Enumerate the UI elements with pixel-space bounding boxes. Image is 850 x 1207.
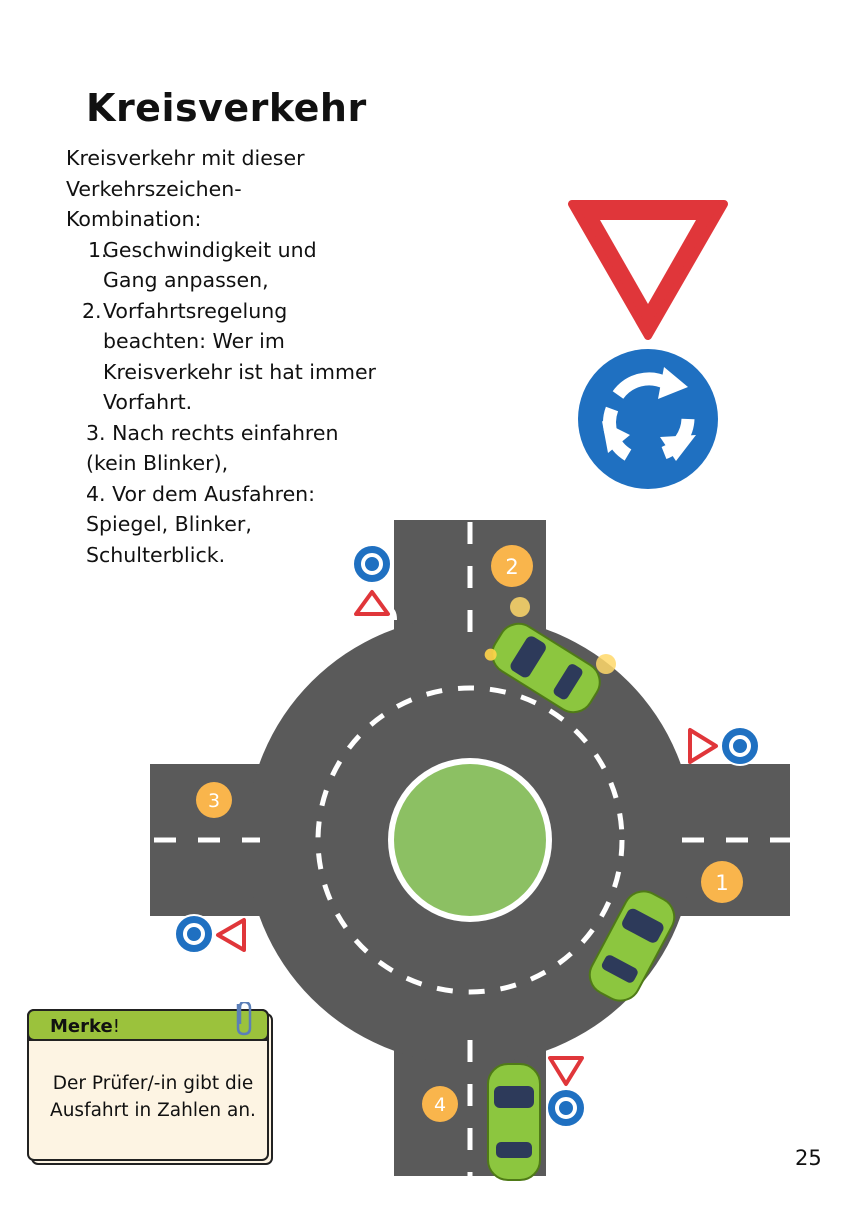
steps-list: 1.Geschwindigkeit und Gang anpassen, 2.V…	[66, 235, 376, 571]
exit-badge-3: 3	[196, 782, 232, 818]
svg-text:3: 3	[208, 790, 220, 812]
note-title-rest: !	[112, 1016, 120, 1037]
intro-text: Kreisverkehr mit dieser Verkehrszeichen-…	[66, 146, 305, 231]
yield-sign-icon	[568, 200, 728, 340]
small-roundabout-sign-icon	[352, 544, 392, 584]
step-number: 3.	[86, 420, 106, 445]
small-roundabout-sign-icon	[720, 726, 760, 766]
step-item: 1.Geschwindigkeit und Gang anpassen,	[66, 235, 376, 296]
step-text: Nach rechts einfahren (kein Blinker),	[86, 420, 339, 476]
step-number: 1.	[88, 237, 108, 262]
step-text: Vor dem Ausfahren: Spiegel, Blinker, Sch…	[86, 481, 316, 567]
svg-text:2: 2	[505, 555, 518, 579]
small-yield-sign-icon	[688, 728, 718, 764]
step-item: 3. Nach rechts einfahren (kein Blinker),	[66, 418, 376, 479]
instruction-text: Kreisverkehr mit dieser Verkehrszeichen-…	[66, 143, 376, 570]
step-number: 2.	[82, 298, 102, 323]
step-number: 4.	[86, 481, 106, 506]
page-title: Kreisverkehr	[86, 86, 367, 130]
step-item: 4. Vor dem Ausfahren: Spiegel, Blinker, …	[66, 479, 376, 571]
car-icon	[487, 1063, 541, 1181]
page-number: 25	[795, 1146, 822, 1170]
small-yield-sign-icon	[354, 590, 390, 616]
exit-badge-1: 1	[701, 861, 743, 903]
small-yield-sign-icon	[548, 1056, 584, 1086]
small-roundabout-sign-icon	[174, 914, 214, 954]
note-title-bold: Merke	[50, 1016, 113, 1037]
svg-text:4: 4	[434, 1094, 446, 1116]
car-icon	[588, 890, 676, 1002]
note-title: Merke!	[50, 1016, 120, 1037]
exit-badge-4: 4	[422, 1086, 458, 1122]
note-text: Der Prüfer/-in gibt die Ausfahrt in Zahl…	[50, 1073, 256, 1121]
step-item: 2.Vorfahrtsregelung beachten: Wer im Kre…	[66, 296, 376, 418]
step-text: Geschwindigkeit und Gang anpassen,	[103, 237, 317, 293]
paperclip-icon	[236, 1002, 252, 1036]
step-text: Vorfahrtsregelung beachten: Wer im Kreis…	[103, 298, 376, 415]
svg-text:1: 1	[715, 871, 728, 895]
note-card	[27, 1002, 273, 1165]
small-roundabout-sign-icon	[546, 1088, 586, 1128]
small-yield-sign-icon	[216, 918, 246, 952]
car-icon	[484, 622, 601, 714]
exit-badge-2: 2	[491, 545, 533, 587]
roundabout-sign-icon	[574, 345, 722, 493]
